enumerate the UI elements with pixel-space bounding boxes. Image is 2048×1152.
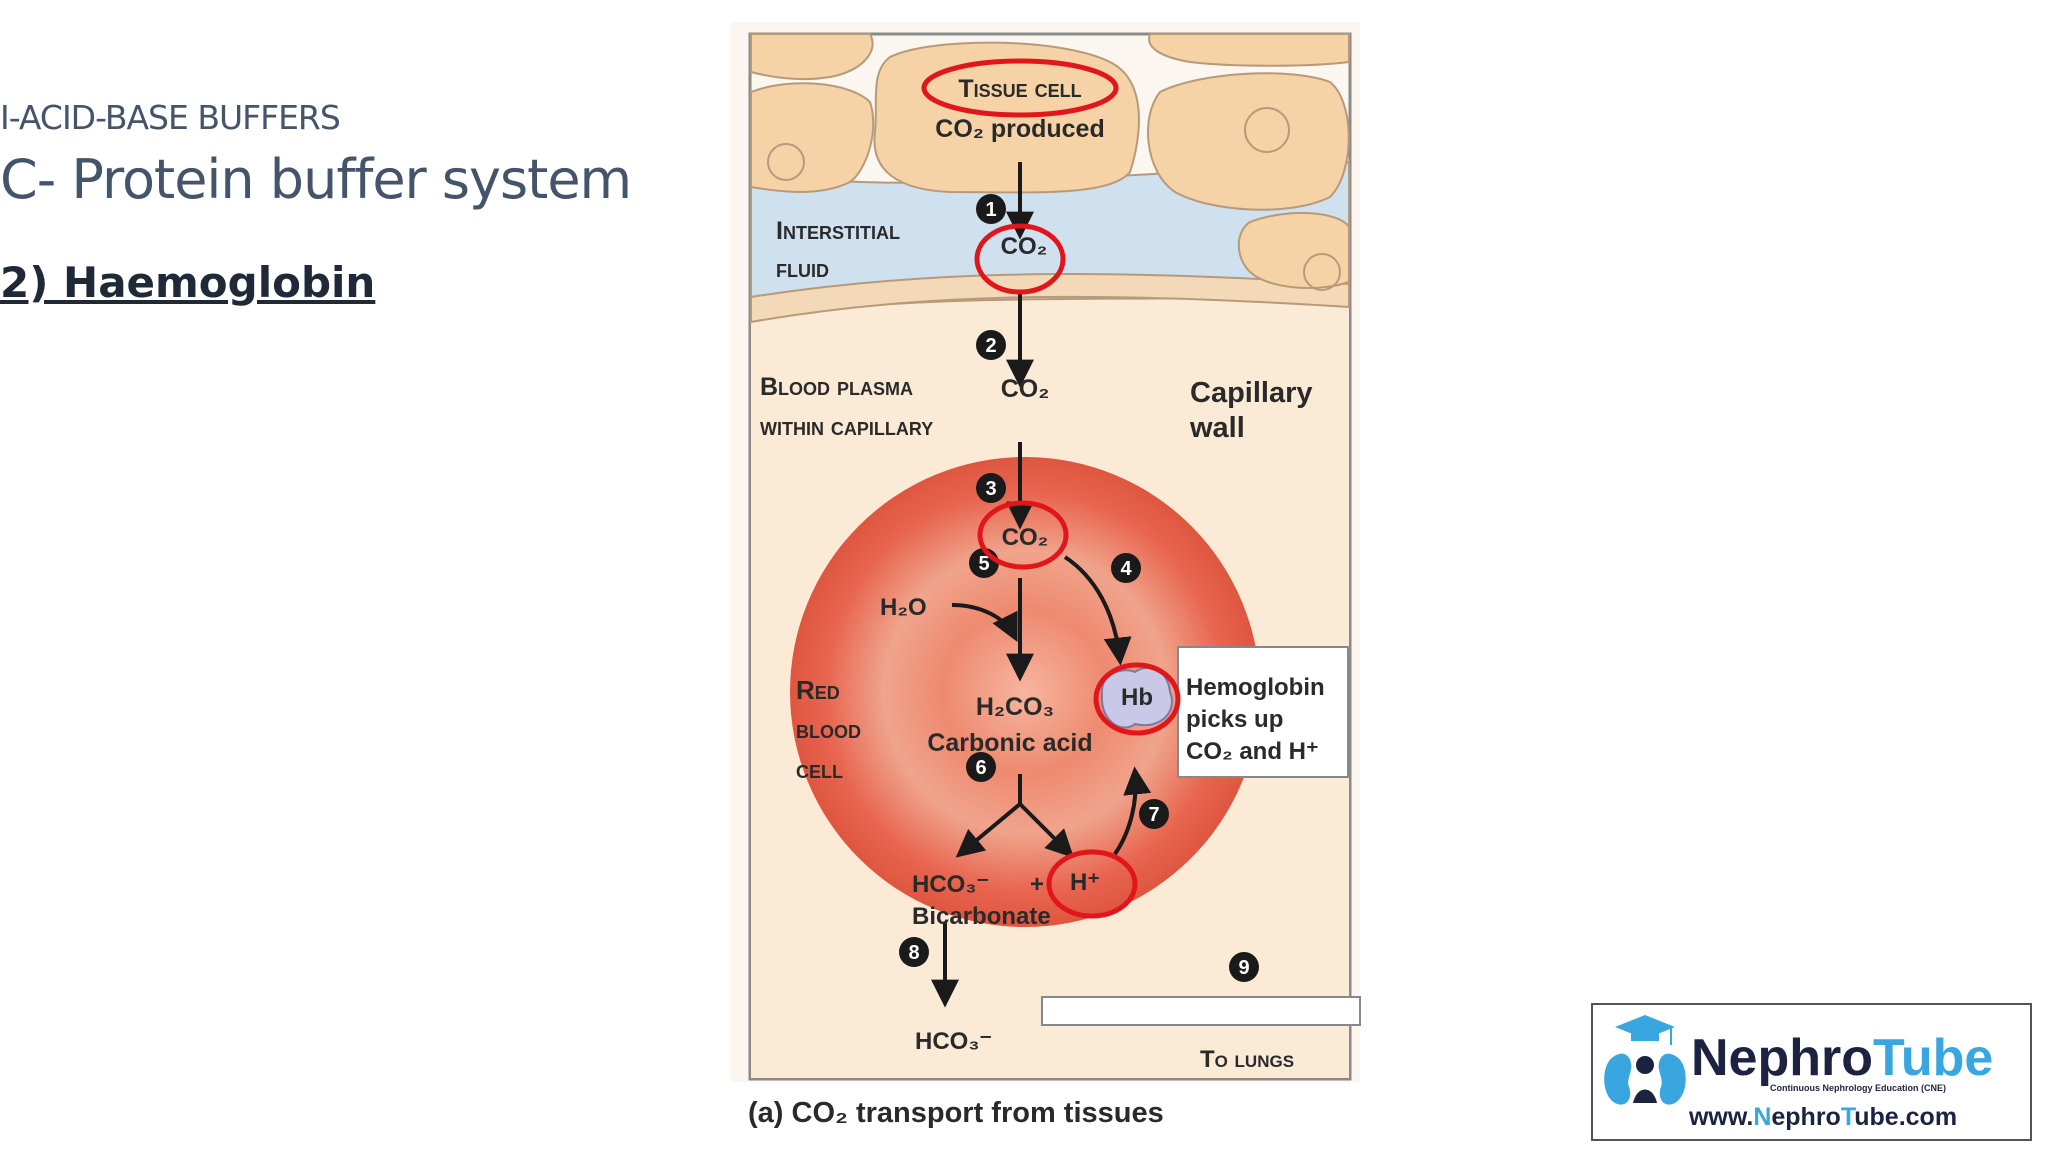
label-capillary-wall-1: Capillary — [1190, 377, 1313, 409]
diagram-labels: Tissue cell CO₂ produced Interstitial fl… — [748, 75, 1325, 1129]
diagram-caption: (a) CO₂ transport from tissues — [748, 1097, 1164, 1129]
label-rbc-3: cell — [796, 754, 843, 784]
label-h2co3: H₂CO₃ — [976, 693, 1054, 721]
label-hco3-plasma: HCO₃⁻ — [915, 1028, 992, 1055]
label-hco3-rbc: HCO₃⁻ — [912, 871, 989, 898]
subheading: 2) Haemoglobin — [0, 258, 376, 307]
highlight-tissue-cell — [921, 58, 1119, 118]
label-hemoglobin-note-1: Hemoglobin — [1186, 674, 1325, 701]
tissue-cell-left — [750, 82, 875, 193]
label-rbc-2: blood — [796, 714, 861, 744]
tissue-cell-top-left — [750, 33, 874, 81]
step-markers: 1 2 3 4 5 6 7 8 9 — [899, 194, 1259, 982]
label-hemoglobin-note-2: picks up — [1186, 706, 1283, 733]
hemoglobin-note-box — [1177, 646, 1349, 778]
tissue-cell-right-lower — [1237, 212, 1350, 289]
label-co2-produced: CO₂ produced — [935, 115, 1104, 143]
label-plus: + — [1030, 871, 1044, 898]
tissue-cell-center — [873, 41, 1140, 194]
step-number: 1 — [985, 199, 996, 221]
label-h-plus: H⁺ — [1070, 869, 1100, 896]
logo-brand-text: NephroTube — [1691, 1029, 1993, 1087]
capillary-wall — [750, 273, 1350, 324]
step-number: 6 — [975, 757, 986, 779]
label-interstitial-1: Interstitial — [776, 217, 900, 245]
step-marker: 4 — [1111, 553, 1141, 583]
step-number: 9 — [1238, 957, 1249, 979]
step-number: 7 — [1148, 804, 1159, 826]
logo-url-t: T — [1841, 1103, 1856, 1131]
arrow-h-plus-to-hb — [1113, 766, 1152, 856]
label-hemoglobin-note-3: CO₂ and H⁺ — [1186, 738, 1319, 765]
graduation-cap-icon — [1615, 1015, 1675, 1045]
logo-url-suffix: ube.com — [1854, 1103, 1957, 1131]
pathway-arrows — [931, 162, 1152, 1008]
label-blood-plasma-2: within capillary — [760, 413, 933, 441]
highlight-h-plus — [1046, 849, 1138, 919]
label-bicarbonate: Bicarbonate — [912, 903, 1051, 930]
arrow-to-hco3 — [955, 802, 1022, 858]
step-marker: 3 — [976, 473, 1006, 503]
step-marker: 2 — [976, 330, 1006, 360]
step-marker: 1 — [976, 194, 1006, 224]
slide-title: C- Protein buffer system — [0, 148, 632, 211]
co2-transport-diagram: 1 2 3 4 5 6 7 8 9 Tissue cell CO₂ produc… — [730, 22, 1361, 1129]
highlight-hb — [1093, 662, 1181, 736]
logo-brand-light: Tube — [1873, 1029, 1993, 1087]
tissue-nucleus — [1303, 253, 1341, 291]
step-marker: 7 — [1139, 799, 1169, 829]
arrow-co2-to-hb — [1063, 555, 1132, 666]
step-number: 2 — [985, 335, 996, 357]
to-lungs-bar — [1041, 996, 1361, 1026]
label-carbonic-acid: Carbonic acid — [927, 729, 1092, 757]
step-number: 4 — [1120, 558, 1132, 580]
hemoglobin-molecule — [1100, 666, 1173, 729]
label-capillary-wall-2: wall — [1189, 412, 1245, 444]
label-blood-plasma-1: Blood plasma — [760, 373, 913, 401]
label-tissue-cell: Tissue cell — [958, 75, 1081, 103]
arrow-to-h-plus — [1018, 802, 1074, 858]
label-h2o: H₂O — [880, 594, 927, 621]
logo-url-mid: ephro — [1771, 1103, 1840, 1131]
nephrotube-logo: NephroTube Continuous Nephrology Educati… — [1591, 1003, 2032, 1141]
label-hb: Hb — [1121, 684, 1153, 711]
step-marker: 6 — [966, 752, 996, 782]
step-marker: 8 — [899, 937, 929, 967]
tissue-cells — [750, 33, 1350, 291]
logo-brand-dark: Nephro — [1691, 1029, 1873, 1087]
label-interstitial-2: fluid — [776, 255, 829, 283]
step-number: 5 — [978, 553, 989, 575]
step-marker: 9 — [1229, 952, 1259, 982]
highlight-co2-interstitial — [974, 223, 1066, 295]
tissue-nucleus — [1244, 107, 1290, 153]
arrow-h2o-to-h2co3 — [951, 603, 1018, 643]
logo-url: www.NephroTube.com — [1688, 1103, 1957, 1131]
label-co2-rbc: CO₂ — [1002, 524, 1049, 551]
logo-url-n: N — [1753, 1103, 1771, 1131]
tissue-cell-top-right — [1148, 33, 1350, 67]
highlight-co2-rbc — [977, 500, 1069, 570]
logo-url-prefix: www. — [1688, 1103, 1753, 1131]
label-co2-plasma: CO₂ — [1001, 375, 1050, 403]
tissue-nucleus — [767, 143, 805, 181]
label-co2-interstitial: CO₂ — [1001, 233, 1048, 260]
step-number: 3 — [985, 478, 996, 500]
highlight-circles — [921, 58, 1181, 919]
label-to-lungs: To lungs — [1200, 1046, 1294, 1073]
logo-tagline: Continuous Nephrology Education (CNE) — [1770, 1083, 1946, 1093]
step-number: 8 — [908, 942, 919, 964]
label-rbc-1: Red — [796, 675, 840, 705]
nephrotube-logo-graphic: NephroTube Continuous Nephrology Educati… — [1604, 1015, 1993, 1131]
kidney-icon — [1604, 1053, 1686, 1105]
section-label: I-ACID-BASE BUFFERS — [0, 98, 341, 137]
diagram-border — [748, 32, 1352, 1081]
